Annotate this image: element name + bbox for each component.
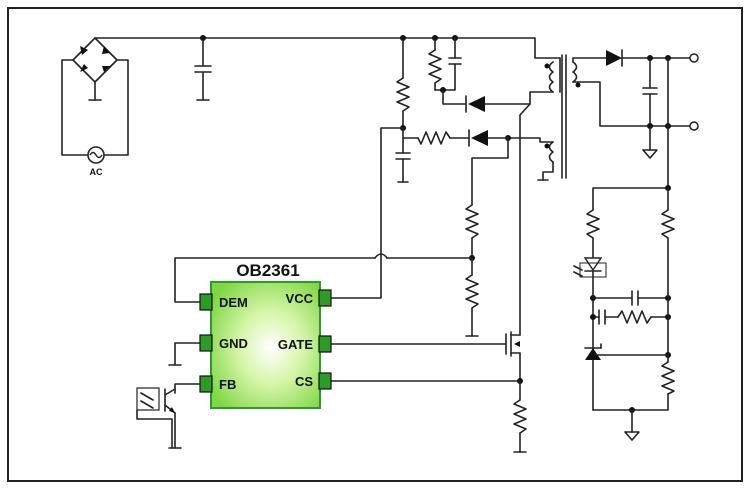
mosfet — [319, 331, 521, 382]
pin-cs — [318, 372, 332, 390]
auxiliary-winding-path — [174, 129, 554, 337]
ic-name: OB2361 — [236, 261, 299, 280]
rcd-snubber — [428, 35, 554, 113]
output-terminal-positive — [689, 53, 699, 63]
pin-vcc — [318, 289, 332, 307]
bridge-rectifier — [72, 37, 118, 101]
pin-gate — [318, 335, 332, 353]
pin-fb — [199, 375, 213, 393]
current-sense-resistor — [319, 378, 527, 453]
figure-frame — [7, 7, 743, 482]
vcc-wire — [319, 127, 404, 299]
optocoupler-transistor — [136, 383, 201, 449]
pin-dem — [199, 293, 213, 311]
secondary-feedback — [573, 125, 675, 441]
secondary-output — [572, 49, 699, 159]
pin-gate-label: GATE — [278, 337, 313, 352]
startup-resistor — [396, 35, 410, 131]
top-rail — [94, 37, 561, 59]
bulk-capacitor — [194, 35, 212, 101]
output-terminal-negative — [689, 121, 699, 131]
pin-gnd-label: GND — [219, 336, 248, 351]
ic-chip: OB2361 DEM GND FB VCC GATE CS — [199, 261, 332, 409]
transformer — [544, 54, 581, 179]
pin-gnd — [199, 334, 213, 352]
pin-vcc-label: VCC — [286, 291, 314, 306]
ic-body — [210, 281, 321, 409]
pin-dem-label: DEM — [219, 295, 248, 310]
vcc-capacitor — [395, 127, 411, 183]
pin-fb-label: FB — [219, 377, 236, 392]
ac-label: AC — [90, 167, 103, 177]
pin-cs-label: CS — [295, 374, 313, 389]
gnd-wire — [168, 342, 201, 366]
drain-wire — [519, 103, 531, 139]
ac-source-loop: AC — [61, 59, 129, 177]
